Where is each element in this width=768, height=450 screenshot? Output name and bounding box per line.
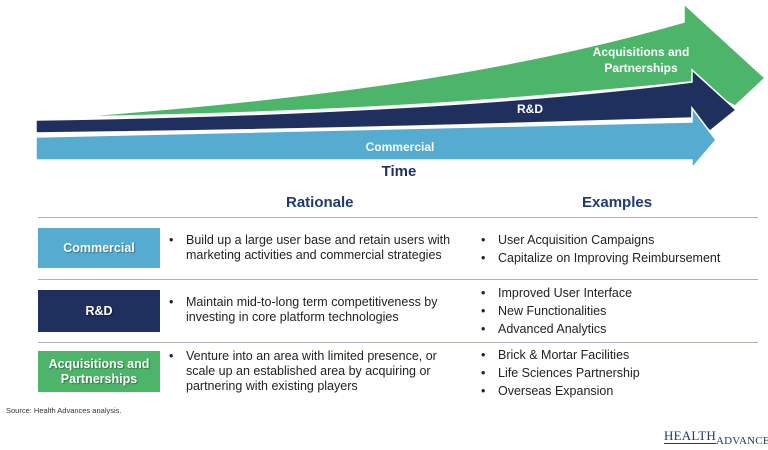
logo-advances-text: ADVANCES xyxy=(716,435,768,447)
acquisitions-arrow-label-line1: Acquisitions and xyxy=(593,45,690,59)
acquisitions-arrow-label-line2: Partnerships xyxy=(604,61,678,75)
examples-list-acquisitions: Brick & Mortar Facilities Life Sciences … xyxy=(480,348,760,402)
category-rd: R&D xyxy=(38,290,160,332)
example-item: Improved User Interface xyxy=(480,286,760,301)
example-item: New Functionalities xyxy=(480,304,760,319)
example-item: Capitalize on Improving Reimbursement xyxy=(480,251,760,266)
time-axis-label: Time xyxy=(381,163,417,180)
category-label: R&D xyxy=(85,303,113,318)
header-divider xyxy=(38,217,758,218)
example-item: Advanced Analytics xyxy=(480,322,760,337)
commercial-arrow-label: Commercial xyxy=(366,140,435,154)
rationale-item: Maintain mid-to-long term competitivenes… xyxy=(168,295,468,325)
rationale-item: Build up a large user base and retain us… xyxy=(168,233,468,263)
category-commercial: Commercial xyxy=(38,228,160,268)
category-label-line2: Partnerships xyxy=(60,371,138,386)
rationale-list-rd: Maintain mid-to-long term competitivenes… xyxy=(168,295,468,328)
category-label: Commercial xyxy=(63,240,135,255)
row-divider xyxy=(38,342,758,343)
rationale-list-commercial: Build up a large user base and retain us… xyxy=(168,233,468,266)
growth-arrows-diagram: Commercial R&D Acquisitions and Partners… xyxy=(35,2,767,171)
rd-arrow-label: R&D xyxy=(517,102,543,116)
example-item: Brick & Mortar Facilities xyxy=(480,348,760,363)
logo-health-text: HEALTH xyxy=(664,428,716,444)
acquisitions-arrow xyxy=(69,2,767,118)
example-item: Life Sciences Partnership xyxy=(480,366,760,381)
category-label-line1: Acquisitions and xyxy=(48,356,150,371)
examples-list-rd: Improved User Interface New Functionalit… xyxy=(480,286,760,340)
rationale-item: Venture into an area with limited presen… xyxy=(168,349,468,394)
rationale-list-acquisitions: Venture into an area with limited presen… xyxy=(168,349,468,397)
category-acquisitions: Acquisitions and Partnerships xyxy=(38,351,160,392)
example-item: User Acquisition Campaigns xyxy=(480,233,760,248)
examples-list-commercial: User Acquisition Campaigns Capitalize on… xyxy=(480,233,760,269)
row-divider xyxy=(38,279,758,280)
health-advances-logo: HEALTHADVANCES xyxy=(664,428,768,447)
rationale-header: Rationale xyxy=(286,194,354,211)
examples-header: Examples xyxy=(582,194,653,211)
source-note: Source: Health Advances analysis. xyxy=(6,406,122,415)
example-item: Overseas Expansion xyxy=(480,384,760,399)
commercial-arrow xyxy=(35,105,717,171)
